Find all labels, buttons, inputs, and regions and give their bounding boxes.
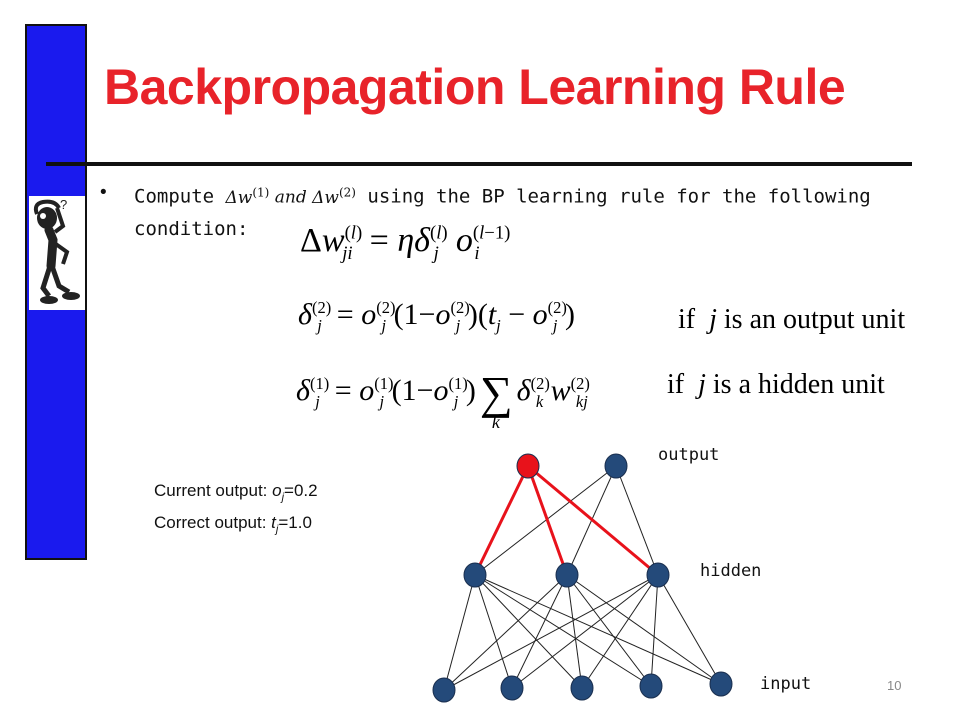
svg-text:?: ? xyxy=(60,197,67,212)
input-hidden-edge xyxy=(511,574,659,689)
input-hidden-edge xyxy=(650,574,659,687)
network-nodes xyxy=(432,453,733,703)
hidden-node xyxy=(463,562,487,588)
input-hidden-edge xyxy=(474,574,583,689)
input-hidden-edge xyxy=(474,574,722,685)
input-hidden-edge xyxy=(566,574,583,689)
hidden-node xyxy=(555,562,579,588)
output-node-highlighted xyxy=(516,453,540,479)
input-hidden-edge xyxy=(474,574,513,689)
highlighted-edge xyxy=(473,465,530,576)
input-layer-label: input xyxy=(760,674,812,694)
slide-title: Backpropagation Learning Rule xyxy=(104,59,846,115)
title-divider xyxy=(46,162,912,166)
input-hidden-edge xyxy=(511,574,568,689)
bullet-dot: • xyxy=(100,182,107,203)
input-hidden-edge xyxy=(443,574,568,691)
input-hidden-edge xyxy=(566,574,652,687)
bullet-item: • Compute Δw(1) and Δw(2) using the BP l… xyxy=(100,177,910,245)
hidden-output-edge xyxy=(474,465,617,576)
bullet-and: and xyxy=(269,187,313,208)
output-layer-label: output xyxy=(658,445,720,465)
weight-update-equation: Δw(l)ji = ηδ(l)j o(l−1)i xyxy=(300,222,511,264)
hidden-output-edge xyxy=(615,465,659,576)
hidden-unit-condition: if j is a hidden unit xyxy=(667,369,885,400)
input-hidden-edge xyxy=(657,574,722,685)
input-node xyxy=(639,673,663,699)
input-hidden-edge xyxy=(581,574,659,689)
correct-output-line: Correct output: tj=1.0 xyxy=(154,513,312,536)
input-node xyxy=(709,671,733,697)
highlighted-edge xyxy=(527,464,659,577)
network-edges xyxy=(443,464,722,691)
thinking-person-icon: ? xyxy=(29,196,85,310)
output-node xyxy=(604,453,628,479)
hidden-layer-label: hidden xyxy=(700,561,762,581)
highlighted-edge xyxy=(526,465,569,576)
current-output-line: Current output: oj=0.2 xyxy=(154,481,318,504)
delta-w2-math: Δw(2) xyxy=(312,185,356,208)
bullet-text: Compute Δw(1) and Δw(2) using the BP lea… xyxy=(134,177,910,245)
page-number: 10 xyxy=(887,678,902,693)
input-hidden-edge xyxy=(566,574,722,685)
bullet-prefix: Compute xyxy=(134,185,226,208)
input-hidden-edge xyxy=(443,574,476,691)
input-hidden-edge xyxy=(443,574,659,691)
input-hidden-edge xyxy=(474,574,652,687)
delta-w1-math: Δw(1) xyxy=(225,185,270,208)
output-values-block: Current output: oj=0.2 Correct output: t… xyxy=(154,478,318,543)
input-node xyxy=(500,675,524,701)
output-unit-condition: if j is an output unit xyxy=(678,304,906,335)
bullet-suffix: using the BP learning rule for the follo… xyxy=(134,185,871,240)
input-node xyxy=(570,675,594,701)
output-delta-equation: δ(2)j = o(2)j (1−o(2)j )(tj − o(2)j ) xyxy=(298,298,576,335)
hidden-node xyxy=(646,562,670,588)
input-node xyxy=(432,677,456,703)
